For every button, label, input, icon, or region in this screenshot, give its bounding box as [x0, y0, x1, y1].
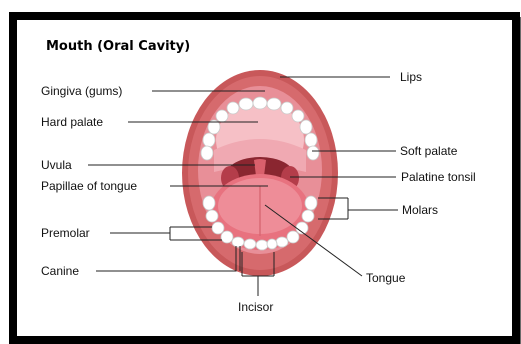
label-molars: Molars	[402, 203, 438, 217]
label-papillae: Papillae of tongue	[41, 179, 137, 193]
label-lips: Lips	[400, 70, 422, 84]
label-canine: Canine	[41, 264, 79, 278]
label-palatine-tonsil: Palatine tonsil	[401, 170, 476, 184]
label-soft-palate: Soft palate	[400, 144, 457, 158]
label-hard-palate: Hard palate	[41, 115, 103, 129]
label-uvula: Uvula	[41, 158, 72, 172]
label-gingiva: Gingiva (gums)	[41, 84, 122, 98]
label-premolar: Premolar	[41, 226, 90, 240]
label-incisor: Incisor	[238, 300, 273, 314]
label-tongue: Tongue	[366, 271, 405, 285]
